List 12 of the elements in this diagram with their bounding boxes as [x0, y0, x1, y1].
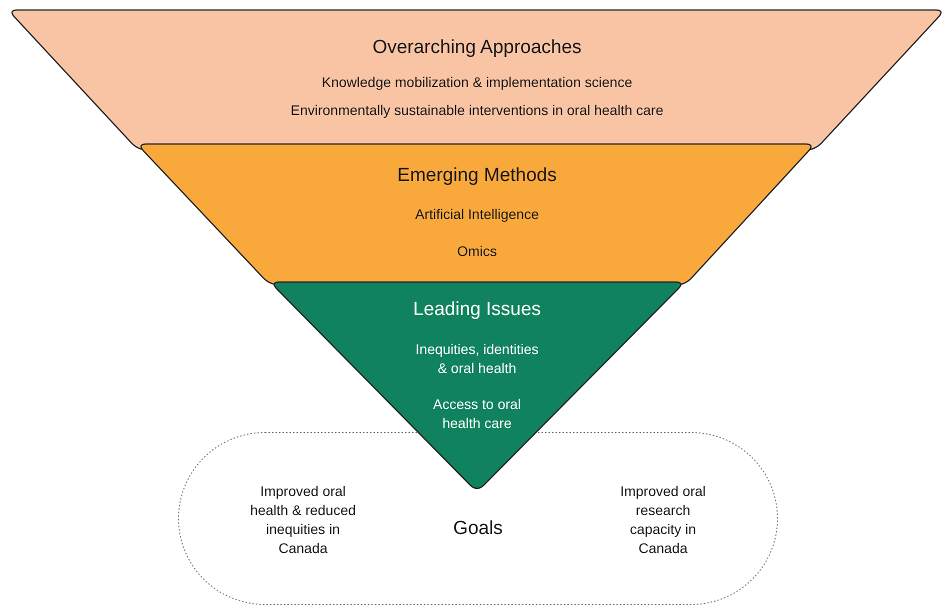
item-text: Artificial Intelligence: [414, 205, 540, 224]
item-text: Environmentally sustainable interventions in oral health care: [290, 101, 664, 120]
section-heading: Leading Issues: [412, 299, 542, 321]
item-text: Omics: [456, 242, 498, 261]
section-heading: Emerging Methods: [396, 165, 558, 187]
item-text: Knowledge mobilization & implementation science: [320, 73, 634, 92]
item-text: Improved oral research capacity in Canada: [619, 482, 707, 558]
item-text: Access to oral health care: [432, 395, 522, 433]
section-heading: Overarching Approaches: [371, 37, 583, 59]
item-text: Improved oral health & reduced inequities in Canada: [249, 482, 357, 558]
section-heading: Goals: [452, 518, 504, 540]
item-text: Inequities, identities & oral health: [414, 340, 540, 378]
